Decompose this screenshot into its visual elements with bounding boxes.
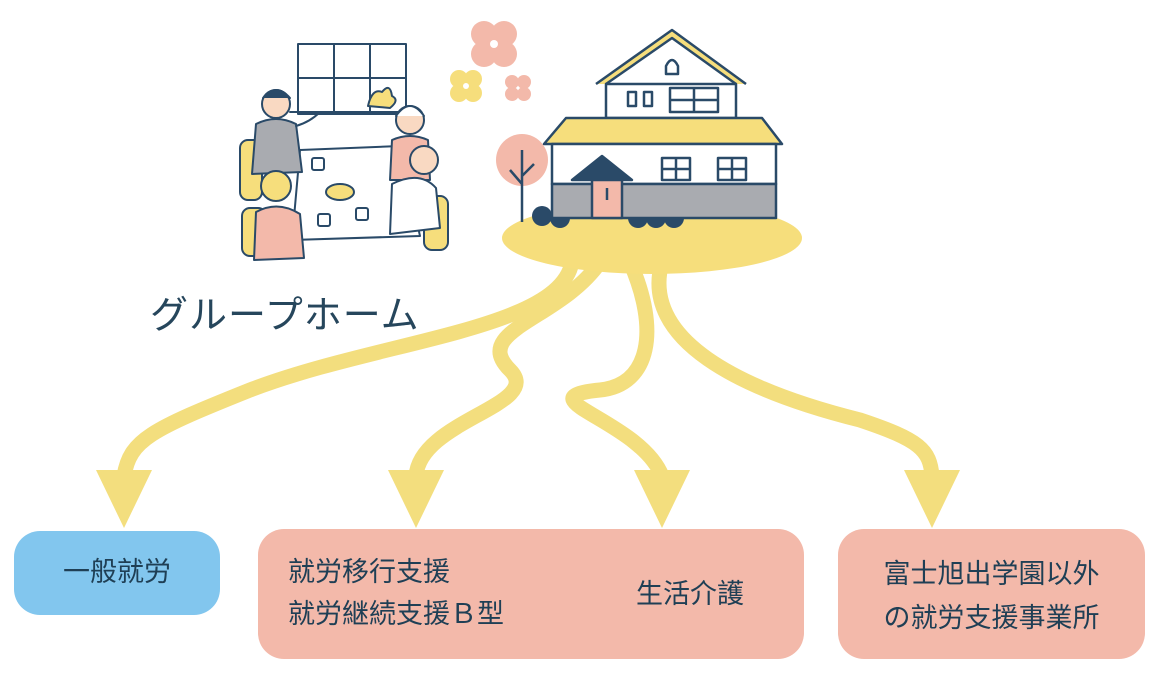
destination-employment-support: 就労移行支援 就労継続支援Ｂ型 生活介護: [258, 529, 804, 659]
residents-at-table-icon: [239, 43, 449, 261]
destination-other-line1: 富士旭出学園以外: [883, 559, 1100, 590]
destination-support-line2: 就労継続支援Ｂ型: [288, 599, 504, 630]
destination-support-line1: 就労移行支援: [288, 557, 450, 588]
group-home-house-icon: [496, 28, 802, 274]
destination-other-line2: の就労支援事業所: [883, 603, 1100, 634]
destination-support-line3: 生活介護: [636, 579, 744, 610]
group-home-title: グループホーム: [150, 293, 420, 337]
flower-icon: [450, 21, 531, 102]
arrows: [96, 254, 960, 528]
destination-general-employment: 一般就労: [14, 531, 220, 615]
destination-other-facilities: 富士旭出学園以外 の就労支援事業所: [838, 529, 1145, 659]
destination-general-label: 一般就労: [63, 557, 171, 588]
